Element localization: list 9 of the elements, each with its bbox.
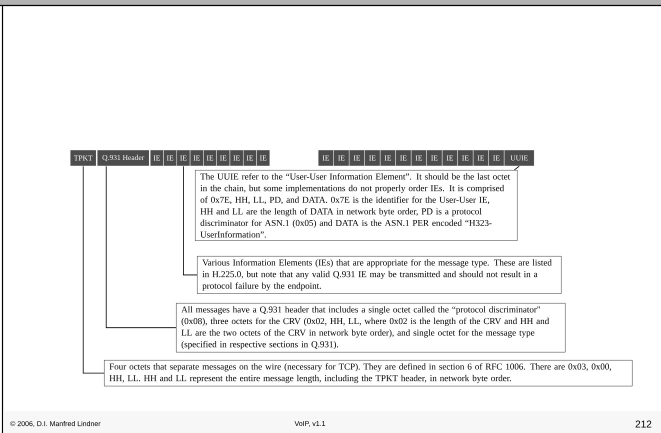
- leader-line: [106, 166, 176, 328]
- callout-box: The UUIE refer to the “User-User Information Element”. It should be the last octet in the chain, but some implementations do not properly order IEs. It is comprised of 0x7E, HH, LL, PD, and DATA. 0x7E is the identifier for the User-User IE, HH and LL are the length of DATA in network byte order, PD is a protocol discriminator for ASN.1 (0x05) and DATA is the ASN.1 PER encoded “H323-UserInformation”.: [195, 170, 518, 241]
- footer-text: 212: [636, 420, 652, 428]
- leader-line: [82, 166, 104, 374]
- callout-box: Four octets that separate messages on the wire (necessary for TCP). They are defined in section 6 of RFC 1006. There are 0x03, 0x00, HH, LL. HH and LL represent the entire message length, including the TPKT header, in network byte order.: [104, 360, 632, 386]
- leader-line: [514, 166, 520, 170]
- callout-box: All messages have a Q.931 header that includes a single octet called the “protocol discriminator" (0x08), three octets for the CRV (0x02, HH, LL, where 0x02 is the length of the CRV and HH and LL are the two octets of the CRV in network byte order), and single octet for the message type (specified in respective sections in Q.931).: [176, 302, 566, 352]
- callout-box: Various Information Elements (IEs) that are appropriate for the message type. These are listed in H.225.0, but note that any valid Q.931 IE may be transmitted and should not result in a protocol failure by the endpoint.: [197, 256, 562, 294]
- leader-line: [183, 166, 198, 276]
